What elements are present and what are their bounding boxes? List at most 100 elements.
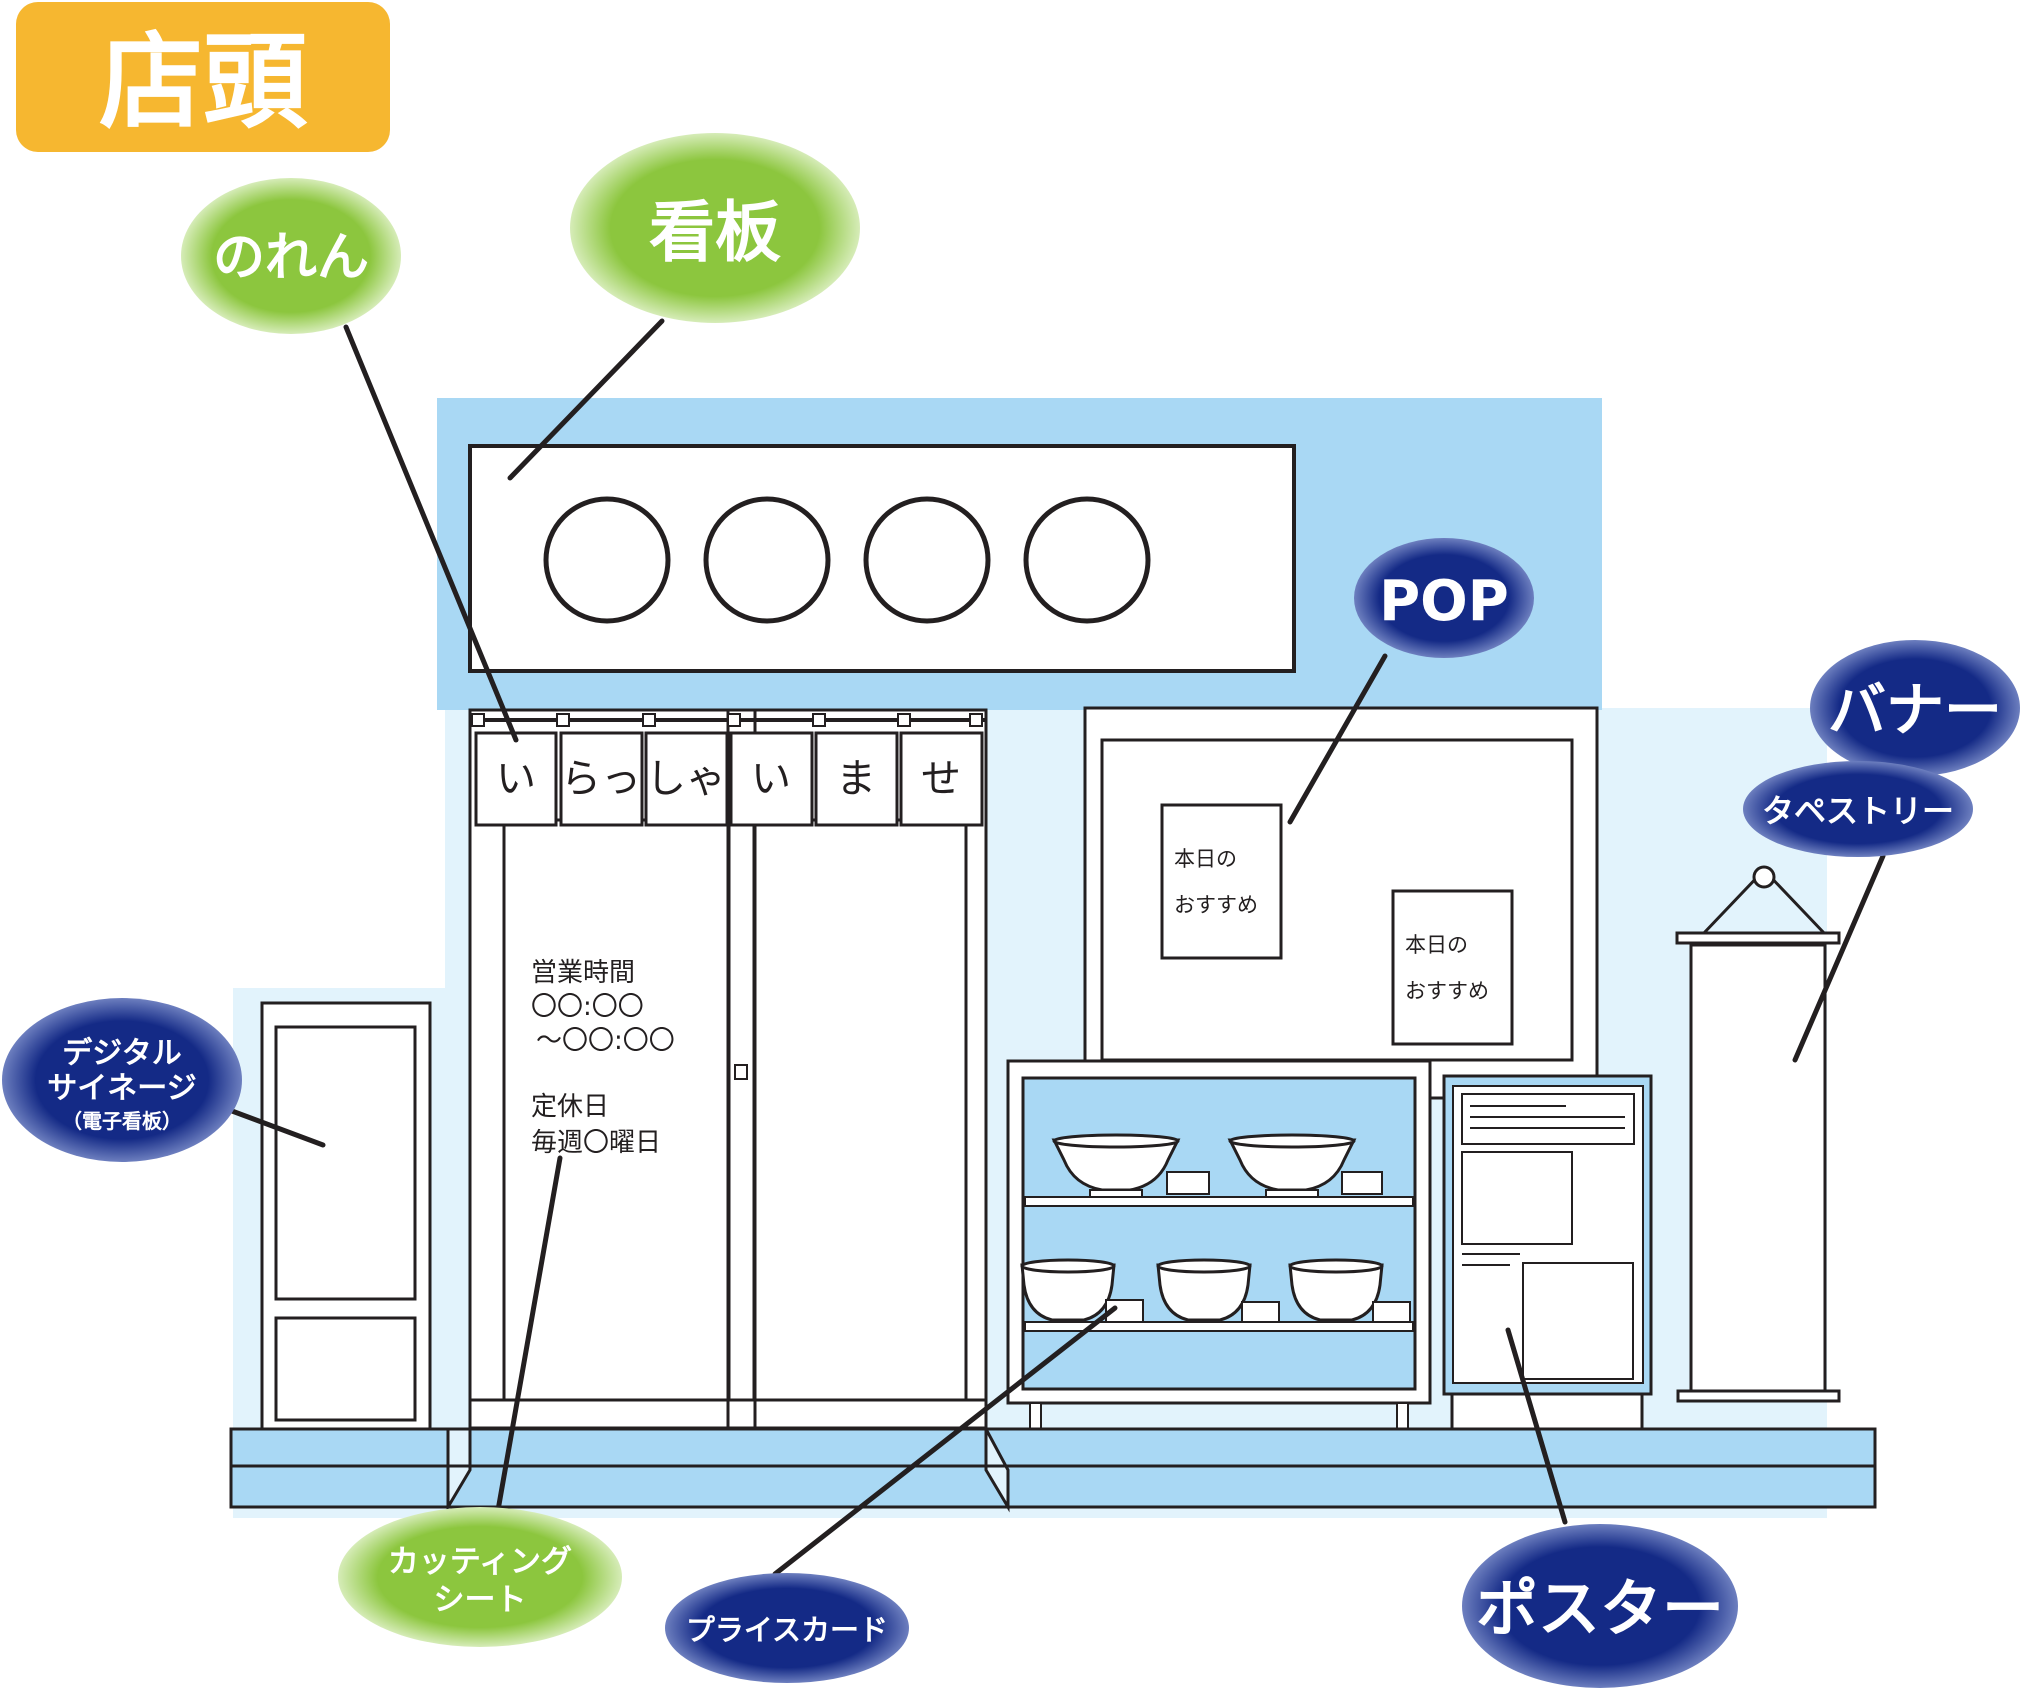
callout-bubble <box>338 1507 622 1647</box>
pop-card-line2: おすすめ <box>1405 979 1489 1003</box>
price-card <box>1105 1299 1144 1323</box>
sign-circle <box>703 496 831 624</box>
callout-price-card: プライスカード <box>665 1573 909 1683</box>
callout-bubble <box>570 133 860 323</box>
callout-label: プライスカード <box>686 1613 888 1647</box>
signage-screen <box>274 1025 417 1301</box>
callout-label-line2: シート <box>434 1582 527 1618</box>
price-card <box>1341 1171 1383 1195</box>
callout-label: 看板 <box>649 194 781 271</box>
price-card <box>1241 1301 1280 1323</box>
leader-lines <box>229 318 1886 1577</box>
noren-char: らっ <box>561 756 641 802</box>
callout-bubble <box>2 998 242 1162</box>
noren-char: しゃ <box>646 756 726 802</box>
callout-kanban: 看板 <box>570 133 860 323</box>
price-card-leader <box>772 1305 1118 1577</box>
callout-label-line3: （電子看板） <box>62 1109 182 1133</box>
page-title: 店頭 <box>99 21 308 143</box>
callout-bubble <box>1462 1524 1738 1688</box>
sign-circle <box>543 496 671 624</box>
callout-label-line1: カッティング <box>388 1544 572 1580</box>
tapestry-leader <box>1792 853 1886 1063</box>
callout-label: バナー <box>1828 676 2002 744</box>
sidewalk-front <box>229 1464 1877 1509</box>
callout-label-line1: デジタル <box>62 1036 181 1071</box>
signage-leader <box>229 1108 326 1148</box>
callout-bubble <box>665 1573 909 1683</box>
noren-panel <box>644 731 729 827</box>
sidewalk <box>229 1427 1877 1513</box>
step-left <box>446 1427 472 1513</box>
poster-image <box>1461 1151 1573 1245</box>
tapestry-stand <box>1675 865 1841 1403</box>
noren-panel <box>729 731 814 827</box>
display-shelf <box>1024 1196 1414 1207</box>
callout-bubble <box>1743 761 1973 857</box>
entrance: い らっ しゃ い ま せ 営業時間 〇〇:〇〇 ～〇〇:〇〇 定休日 毎週〇曜… <box>468 708 988 1430</box>
callout-bubble <box>1810 640 2020 776</box>
pop-card-line1: 本日の <box>1405 933 1468 957</box>
tapestry-top-bar <box>1675 931 1841 945</box>
callout-cutting-sheet: カッティング シート <box>338 1507 622 1647</box>
callout-label: ポスター <box>1476 1572 1724 1645</box>
poster-header <box>1461 1093 1635 1145</box>
sign-circle <box>863 496 991 624</box>
food-sample-bowl <box>1156 1258 1252 1322</box>
pop-card-line1: 本日の <box>1174 847 1237 871</box>
noren-leader <box>343 324 519 743</box>
noren-rod-clips <box>471 713 983 727</box>
tapestry-ring <box>1752 865 1776 889</box>
noren-char: せ <box>921 756 961 802</box>
door-right-glass <box>752 818 968 1402</box>
callout-noren: のれん <box>181 178 401 334</box>
noren-char: ま <box>836 756 876 802</box>
shop-window: 本日の おすすめ 本日の おすすめ <box>1083 706 1599 1100</box>
pop-card-line2: おすすめ <box>1174 893 1258 917</box>
callout-label-line2: サイネージ <box>47 1071 196 1106</box>
cutting-sheet-leader <box>494 1155 563 1519</box>
pop-card <box>1391 889 1514 1046</box>
food-sample-bowl <box>1020 1258 1116 1322</box>
callout-bubble <box>181 178 401 334</box>
food-sample-bowl <box>1051 1133 1181 1198</box>
callout-poster: ポスター <box>1462 1524 1738 1688</box>
pop-card <box>1160 803 1283 960</box>
door-handle <box>734 1064 748 1080</box>
noren-panel <box>899 731 984 827</box>
callout-label: のれん <box>213 228 369 288</box>
title-tab-bg <box>16 2 390 152</box>
poster-stand <box>1442 1074 1653 1438</box>
noren-char: い <box>751 756 791 802</box>
callout-bubble <box>1354 538 1534 658</box>
digital-signage <box>246 1001 444 1448</box>
callout-digital-signage: デジタル サイネージ （電子看板） <box>2 998 242 1162</box>
callout-label: タペストリー <box>1762 792 1954 830</box>
sign-circle <box>1023 496 1151 624</box>
signboard <box>468 444 1296 673</box>
callout-tapestry: タペストリー <box>1743 761 1973 857</box>
callout-label: POP <box>1379 569 1509 634</box>
signage-lower-panel <box>274 1316 417 1422</box>
noren-panel <box>814 731 899 827</box>
poster-image <box>1522 1262 1634 1380</box>
tapestry-cloth <box>1689 943 1827 1393</box>
noren-char: い <box>496 756 536 802</box>
callout-banner: バナー <box>1810 640 2020 776</box>
noren-panel <box>474 731 558 827</box>
display-shelf <box>1024 1321 1414 1332</box>
kanban-leader <box>507 318 665 481</box>
holiday-value: 毎週〇曜日 <box>531 1128 661 1158</box>
holiday-title: 定休日 <box>531 1092 609 1122</box>
display-case <box>1006 1059 1432 1456</box>
display-case-glass <box>1021 1076 1417 1391</box>
hours-close: ～〇〇:〇〇 <box>536 1026 675 1056</box>
price-card <box>1372 1301 1411 1323</box>
cutting-sheet-text: 営業時間 〇〇:〇〇 ～〇〇:〇〇 定休日 毎週〇曜日 <box>531 958 675 1158</box>
hours-open: 〇〇:〇〇 <box>531 992 644 1022</box>
hours-title: 営業時間 <box>531 958 635 988</box>
noren-panel <box>559 731 644 827</box>
price-card <box>1166 1171 1210 1195</box>
poster-leader <box>1505 1327 1568 1525</box>
step-right <box>984 1428 1010 1513</box>
